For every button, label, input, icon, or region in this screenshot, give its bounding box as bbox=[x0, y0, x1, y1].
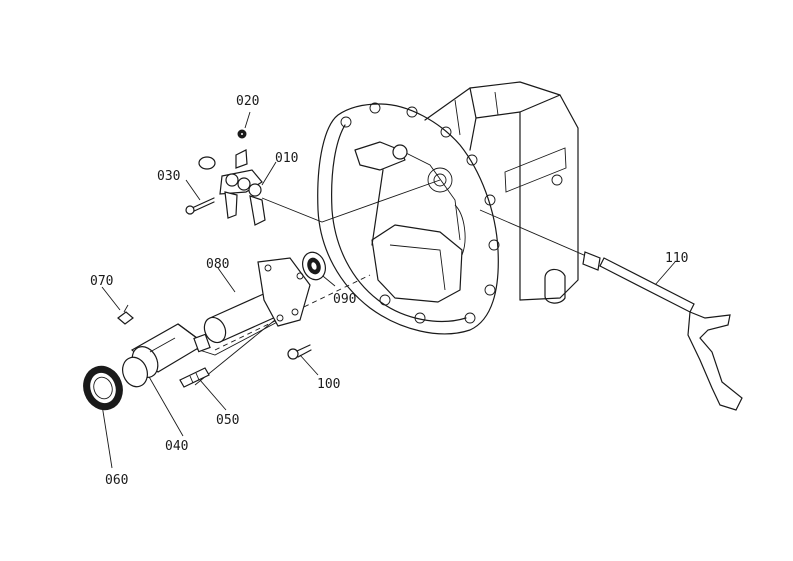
callout-040: 040 bbox=[165, 439, 188, 454]
part-110-release-shaft bbox=[582, 251, 743, 411]
part-100-bolt bbox=[287, 344, 312, 360]
leader-lines bbox=[101, 111, 676, 469]
callout-080: 080 bbox=[206, 257, 229, 272]
callout-070: 070 bbox=[90, 274, 113, 289]
part-090-oil-seal bbox=[302, 251, 326, 281]
clutch-housing bbox=[317, 81, 579, 335]
part-070-grease-nipple bbox=[117, 304, 134, 325]
part-030-bolt bbox=[185, 197, 215, 215]
part-060-release-bearing bbox=[83, 356, 148, 411]
callout-060: 060 bbox=[105, 473, 128, 488]
callout-110: 110 bbox=[665, 251, 688, 266]
part-010-shift-fork bbox=[198, 149, 266, 226]
callout-050: 050 bbox=[216, 413, 239, 428]
callout-090: 090 bbox=[333, 292, 356, 307]
part-020-nut bbox=[237, 129, 247, 139]
callout-100: 100 bbox=[317, 377, 340, 392]
part-080-bearing-holder bbox=[203, 257, 311, 344]
callout-020: 020 bbox=[236, 94, 259, 109]
callout-030: 030 bbox=[157, 169, 180, 184]
part-callouts: 020 010 030 080 090 070 100 050 040 060 … bbox=[90, 94, 688, 488]
part-050-pin bbox=[179, 367, 210, 388]
callout-010: 010 bbox=[275, 151, 298, 166]
